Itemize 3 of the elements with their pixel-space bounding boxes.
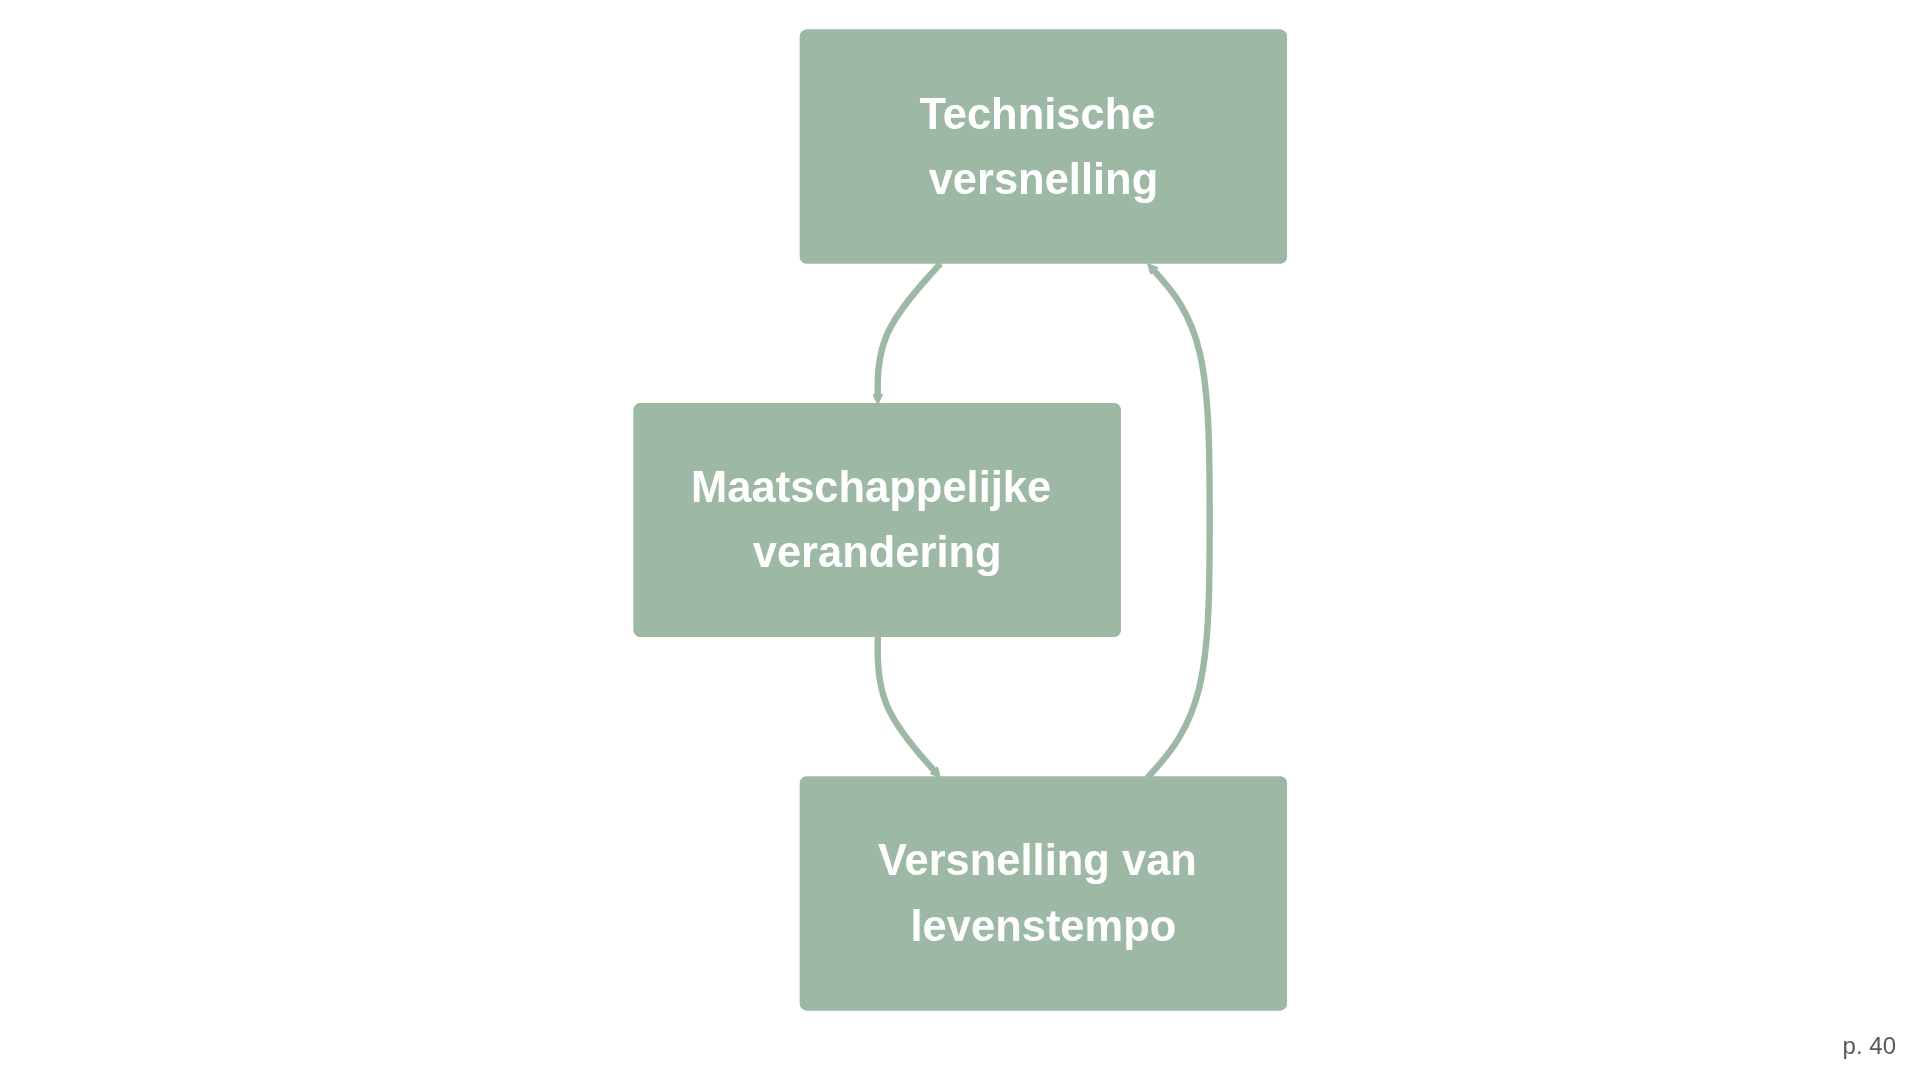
page-number: p. 40 <box>1842 1032 1896 1060</box>
arrow <box>871 261 943 405</box>
arrow <box>874 636 941 779</box>
